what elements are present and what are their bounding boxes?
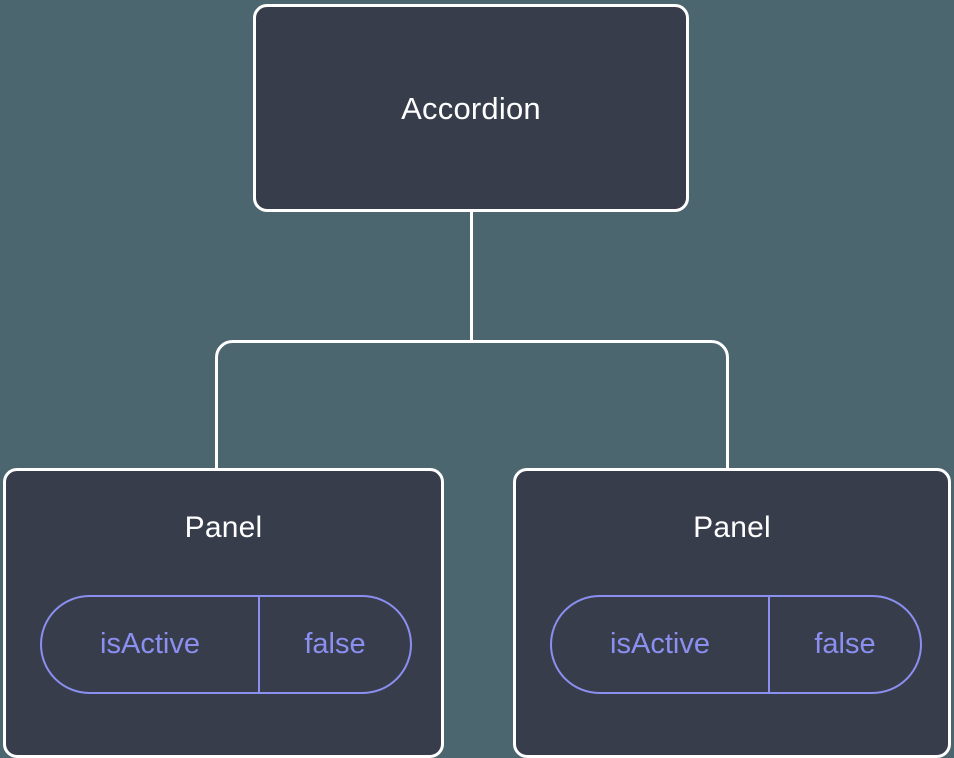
prop-pill-left[interactable]: isActive false bbox=[40, 595, 412, 694]
edge-to-panel-right bbox=[471, 340, 729, 468]
node-panel-right[interactable]: Panel isActive false bbox=[513, 468, 951, 758]
node-panel-right-label: Panel bbox=[693, 511, 771, 544]
node-panel-left-label: Panel bbox=[184, 511, 263, 544]
prop-key-is-active-left: isActive bbox=[42, 597, 260, 692]
edge-to-panel-left bbox=[215, 340, 472, 468]
prop-value-is-active-left: false bbox=[304, 628, 366, 660]
node-accordion-label: Accordion bbox=[401, 90, 541, 126]
prop-value-is-active-right: false bbox=[814, 628, 876, 660]
prop-key-is-active-right: isActive bbox=[552, 597, 770, 692]
diagram-canvas: Accordion Panel isActive false Panel isA… bbox=[3, 4, 951, 758]
node-panel-left[interactable]: Panel isActive false bbox=[3, 468, 444, 758]
prop-pill-right[interactable]: isActive false bbox=[550, 595, 922, 694]
node-accordion[interactable]: Accordion bbox=[253, 4, 689, 212]
